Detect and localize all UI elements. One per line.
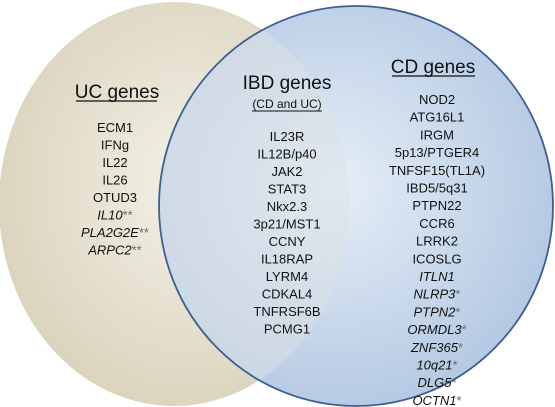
cd-gene-item: PTPN2* — [414, 304, 461, 319]
ibd-gene-name: LYRM4 — [266, 269, 308, 284]
cd-gene-asterisk: * — [458, 340, 463, 355]
cd-gene-name: PTPN2 — [414, 304, 457, 319]
ibd-gene-item: TNFRSF6B — [253, 304, 320, 319]
ibd-gene-name: IL12B/p40 — [257, 147, 316, 162]
cd-gene-asterisk: * — [453, 358, 458, 373]
ibd-gene-name: JAK2 — [271, 164, 302, 179]
cd-gene-name: IBD5/5q31 — [406, 181, 467, 196]
cd-gene-item: DLG5* — [417, 375, 456, 390]
cd-circle-border — [158, 5, 554, 407]
cd-gene-item: TNFSF15(TL1A) — [389, 163, 485, 178]
ibd-gene-item: IL23R — [270, 129, 305, 144]
cd-gene-item: ITLN1 — [419, 269, 454, 284]
cd-gene-item: PTPN22 — [412, 198, 461, 213]
uc-gene-item: IFNg — [101, 138, 129, 153]
cd-gene-item: OCTN1* — [412, 393, 461, 407]
ibd-gene-item: Nkx2.3 — [267, 199, 307, 214]
cd-gene-asterisk: * — [455, 304, 460, 319]
cd-gene-name: IRGM — [420, 127, 454, 142]
uc-group: UC genes ECM1IFNgIL22IL26OTUD3IL10**PLA2… — [75, 82, 160, 258]
uc-gene-asterisk: ** — [132, 243, 142, 258]
uc-gene-name: IL26 — [102, 173, 127, 188]
cd-gene-item: LRRK2 — [416, 234, 458, 249]
cd-gene-name: LRRK2 — [416, 234, 458, 249]
ibd-gene-name: TNFRSF6B — [253, 304, 320, 319]
cd-gene-item: ATG16L1 — [410, 110, 465, 125]
uc-gene-list: ECM1IFNgIL22IL26OTUD3IL10**PLA2G2E**ARPC… — [81, 120, 149, 258]
uc-gene-name: IFNg — [101, 138, 129, 153]
ibd-subtitle: (CD and UC) — [252, 97, 321, 111]
ibd-group: IBD genes (CD and UC) IL23R IL12B/p40JAK2… — [243, 73, 332, 337]
ibd-gene-name: IL23R — [270, 129, 305, 144]
cd-gene-name: OCTN1 — [412, 393, 456, 407]
cd-gene-item: 10q21* — [416, 358, 457, 373]
cd-gene-item: IBD5/5q31 — [406, 181, 467, 196]
ibd-gene-item: JAK2 — [271, 164, 302, 179]
ibd-overlap-region — [159, 6, 349, 406]
ibd-gene-name: Nkx2.3 — [267, 199, 307, 214]
cd-gene-item: CCR6 — [419, 216, 454, 231]
ibd-gene-name: CCNY — [269, 234, 306, 249]
cd-gene-name: NOD2 — [419, 92, 455, 107]
ibd-gene-item: CDKAL4 — [262, 287, 313, 302]
ibd-gene-item: 3p21/MST1 — [253, 217, 320, 232]
cd-gene-name: CCR6 — [419, 216, 454, 231]
ibd-gene-name: CDKAL4 — [262, 287, 313, 302]
cd-gene-name: TNFSF15(TL1A) — [389, 163, 485, 178]
cd-gene-asterisk: * — [462, 322, 467, 337]
uc-gene-item: ECM1 — [97, 120, 133, 135]
ibd-gene-item: STAT3 — [268, 182, 307, 197]
cd-gene-name: ATG16L1 — [410, 110, 465, 125]
uc-gene-item: IL22 — [102, 155, 127, 170]
uc-gene-name: OTUD3 — [93, 190, 137, 205]
uc-gene-name: ECM1 — [97, 120, 133, 135]
cd-gene-name: ICOSLG — [412, 251, 461, 266]
uc-gene-item: IL10** — [97, 208, 132, 223]
uc-title: UC genes — [75, 82, 160, 103]
cd-gene-name: ORMDL3 — [407, 322, 462, 337]
uc-gene-name: IL22 — [102, 155, 127, 170]
cd-gene-item: NLRP3* — [414, 287, 461, 302]
cd-gene-name: ITLN1 — [419, 269, 454, 284]
cd-gene-asterisk: * — [457, 393, 462, 407]
cd-gene-item: NOD2 — [419, 92, 455, 107]
cd-gene-name: NLRP3 — [414, 287, 457, 302]
cd-gene-item: 5p13/PTGER4 — [395, 145, 480, 160]
cd-gene-name: 10q21 — [416, 358, 452, 373]
cd-gene-name: ZNF365 — [410, 340, 459, 355]
cd-gene-item: ZNF365* — [410, 340, 463, 355]
ibd-title: IBD genes — [243, 73, 332, 94]
uc-gene-name: IL10 — [97, 208, 123, 223]
ibd-gene-item: LYRM4 — [266, 269, 308, 284]
cd-gene-item: ICOSLG — [412, 251, 461, 266]
cd-gene-asterisk: * — [455, 287, 460, 302]
uc-gene-asterisk: ** — [139, 225, 149, 240]
cd-gene-name: DLG5 — [417, 375, 452, 390]
uc-gene-item: PLA2G2E** — [81, 225, 149, 240]
ibd-gene-name: STAT3 — [268, 182, 307, 197]
uc-gene-item: ARPC2** — [87, 243, 141, 258]
ibd-gene-name: 3p21/MST1 — [253, 217, 320, 232]
ibd-gene-name: PCMG1 — [264, 322, 310, 337]
cd-gene-name: PTPN22 — [412, 198, 461, 213]
uc-gene-name: PLA2G2E — [81, 225, 139, 240]
ibd-gene-item: CCNY — [269, 234, 306, 249]
ibd-gene-name: IL18RAP — [261, 252, 313, 267]
uc-gene-name: ARPC2 — [87, 243, 132, 258]
cd-gene-item: IRGM — [420, 127, 454, 142]
ibd-gene-item: IL18RAP — [261, 252, 313, 267]
cd-gene-name: 5p13/PTGER4 — [395, 145, 480, 160]
ibd-gene-item: PCMG1 — [264, 322, 310, 337]
uc-gene-asterisk: ** — [123, 208, 133, 223]
uc-gene-item: OTUD3 — [93, 190, 137, 205]
cd-title: CD genes — [391, 57, 476, 78]
ibd-gene-item: IL12B/p40 — [257, 147, 316, 162]
cd-gene-item: ORMDL3* — [407, 322, 466, 337]
uc-gene-item: IL26 — [102, 173, 127, 188]
cd-gene-asterisk: * — [451, 375, 456, 390]
